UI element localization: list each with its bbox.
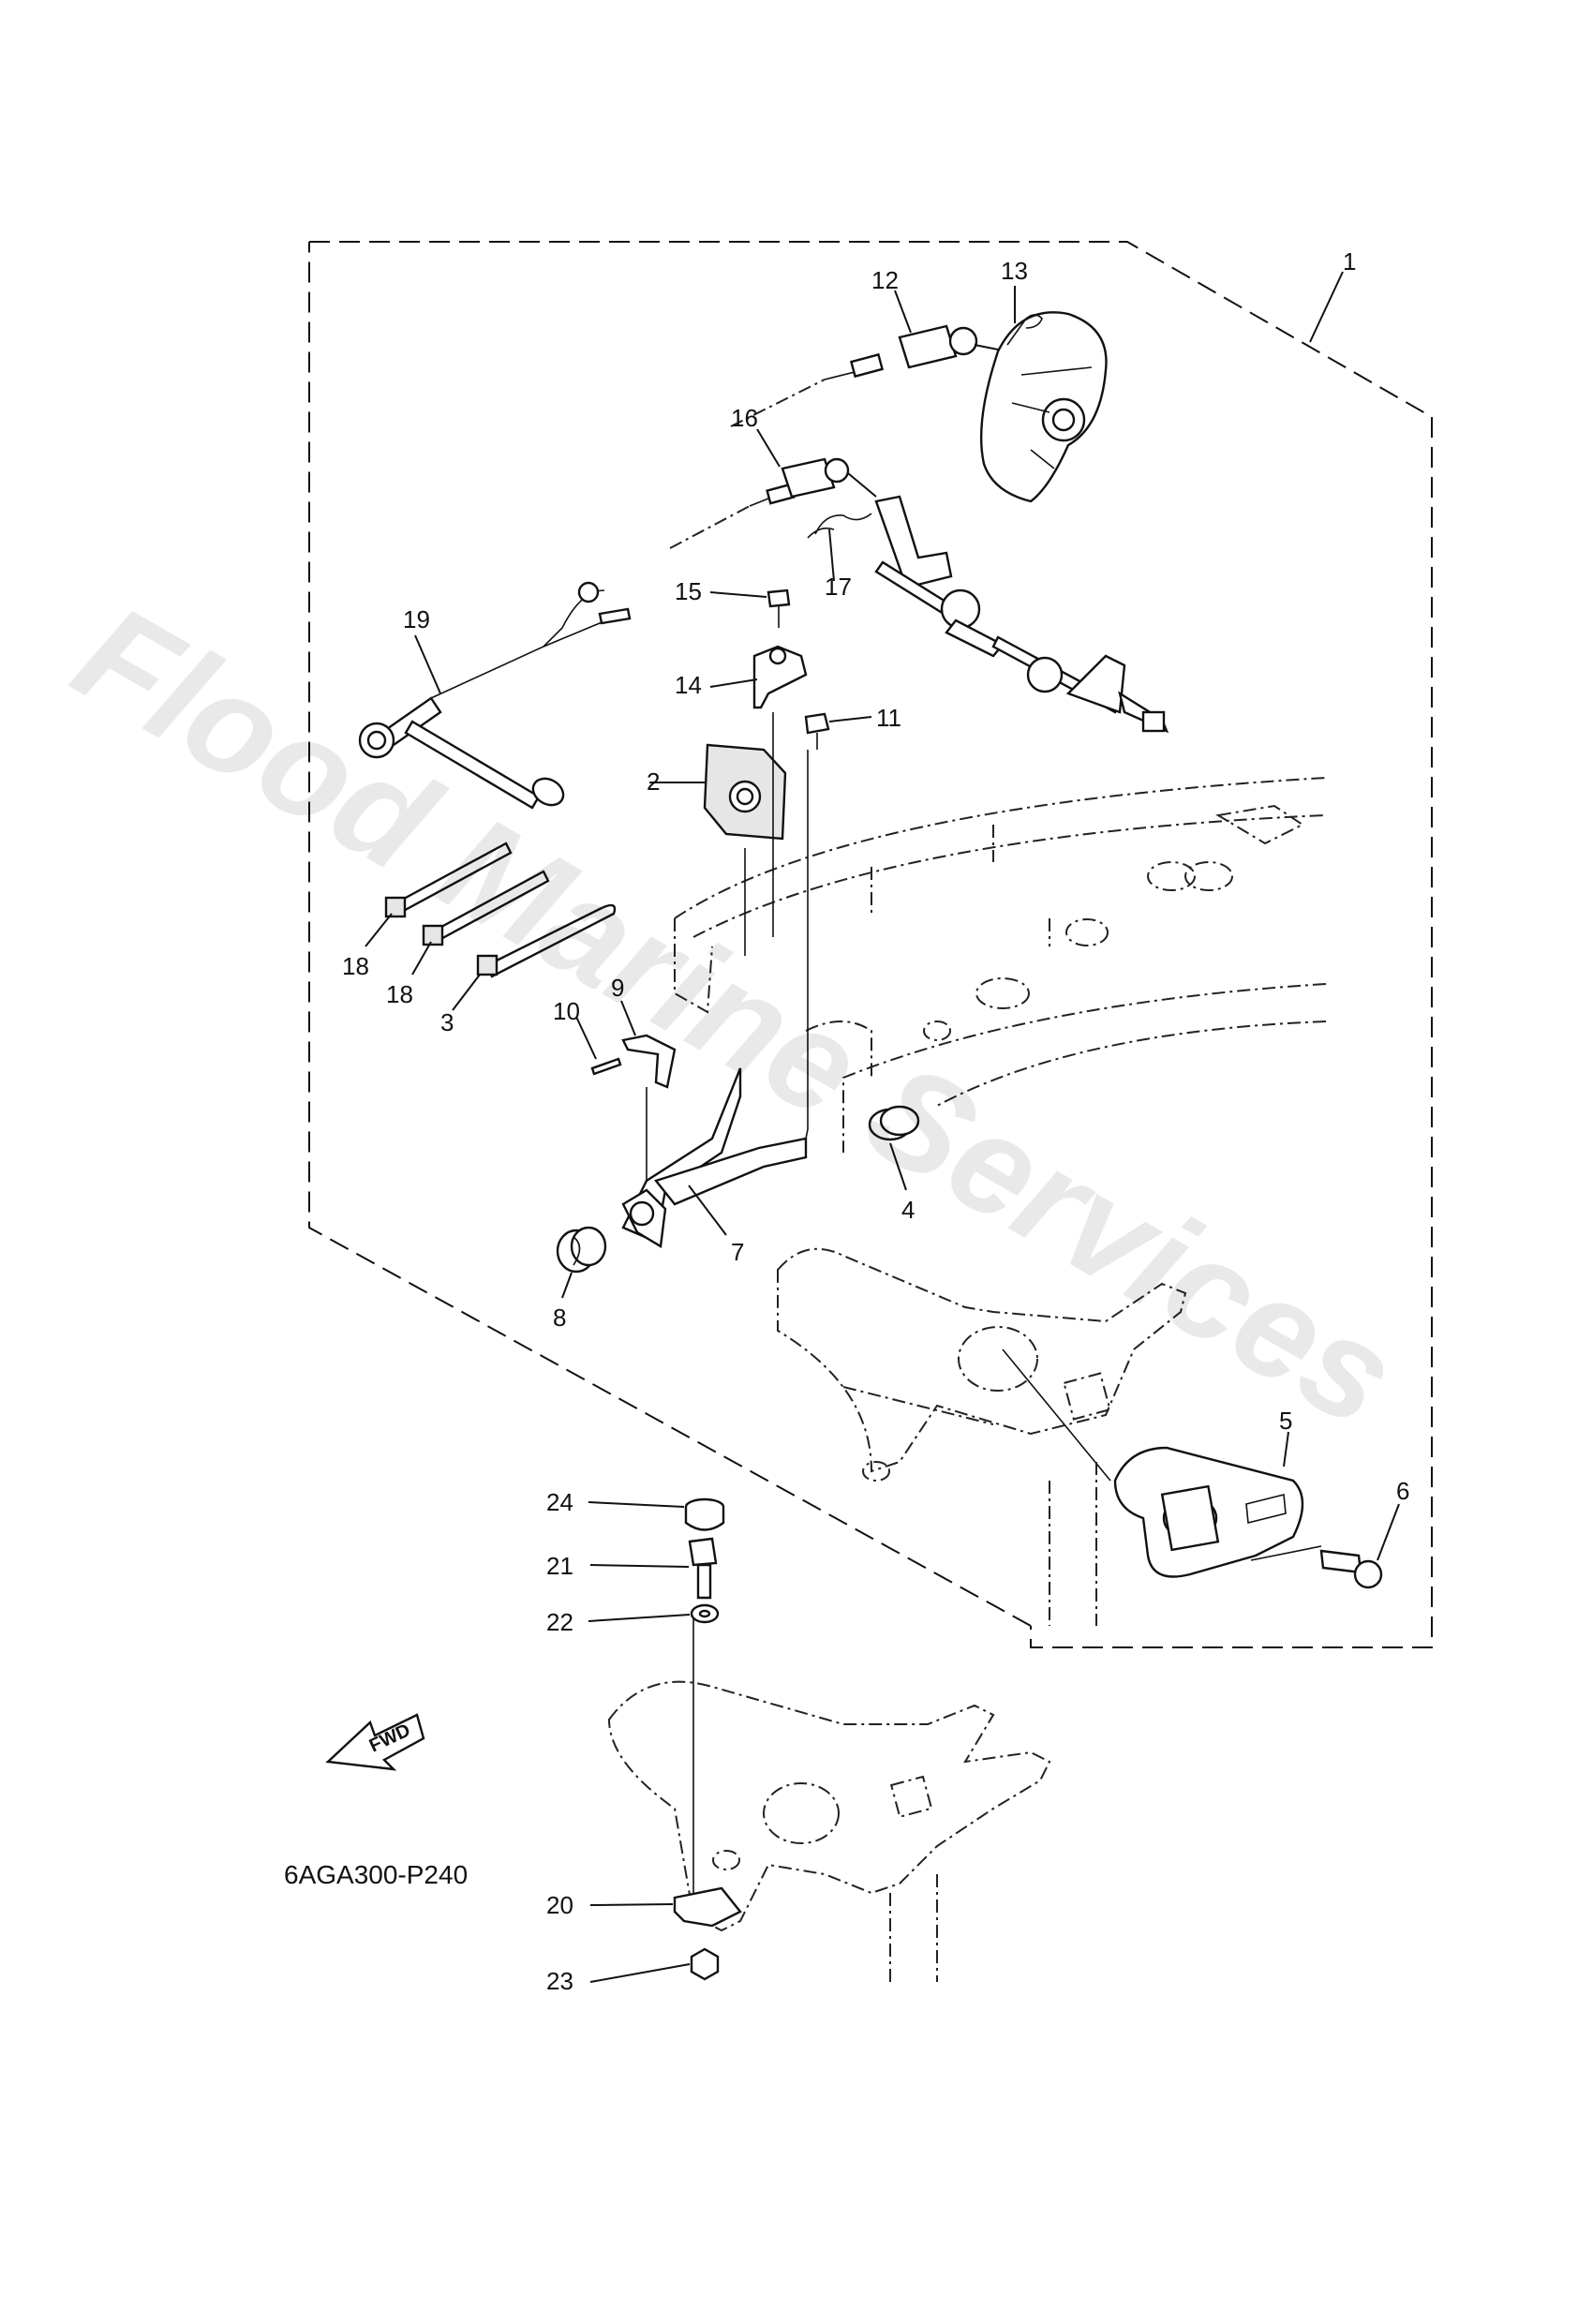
bolt-21 <box>688 1537 718 1600</box>
callout-18a: 18 <box>342 952 369 980</box>
callout-23: 23 <box>546 1967 573 1995</box>
cap-24 <box>684 1497 725 1531</box>
bolt-15 <box>767 588 791 628</box>
callout-7: 7 <box>731 1238 744 1266</box>
mount-bracket-upper <box>777 1247 1187 1626</box>
cable-tie-18b <box>422 870 550 946</box>
grommet-8 <box>556 1226 607 1274</box>
clip-9 <box>621 1034 677 1089</box>
callout-labels: 1 12 13 16 15 17 14 11 2 19 18 18 3 9 10… <box>342 247 1409 1995</box>
mount-bracket-lower <box>607 1680 1051 1982</box>
callout-8: 8 <box>553 1304 566 1332</box>
callout-14: 14 <box>675 671 702 699</box>
callout-2: 2 <box>647 767 660 796</box>
cable-lower <box>669 457 877 549</box>
leader-lines <box>365 271 1400 1983</box>
callout-9: 9 <box>611 974 624 1002</box>
callout-19: 19 <box>403 605 430 633</box>
callout-5: 5 <box>1279 1407 1292 1435</box>
callout-12: 12 <box>871 266 899 294</box>
clip-13 <box>1006 314 1043 346</box>
callout-21: 21 <box>546 1552 573 1580</box>
mount-cover-5 <box>1113 1446 1304 1578</box>
bracket-14 <box>752 645 808 709</box>
shift-rod <box>874 495 1169 734</box>
guide-lines <box>646 712 1322 1912</box>
callout-10: 10 <box>553 997 580 1025</box>
pin-10 <box>590 1057 622 1076</box>
callout-13: 13 <box>1001 257 1028 285</box>
bottom-cowling <box>674 777 1327 1153</box>
callout-3: 3 <box>440 1008 454 1036</box>
grommet-4 <box>868 1105 920 1141</box>
clip-17 <box>807 513 872 539</box>
nut-23 <box>690 1947 720 1981</box>
cable-upper <box>730 324 978 427</box>
callout-20: 20 <box>546 1891 573 1919</box>
stopper-20 <box>673 1886 742 1928</box>
cable-tie-3 <box>476 903 617 978</box>
bolt-11 <box>804 712 830 750</box>
callout-24: 24 <box>546 1488 573 1516</box>
callout-11: 11 <box>876 704 901 732</box>
fwd-arrow-icon: FWD <box>325 1713 425 1771</box>
cable-tie-18a <box>384 842 513 918</box>
assembly-boundary <box>308 241 1433 1648</box>
shift-lever-upper <box>974 311 1108 503</box>
switch-2 <box>703 743 787 841</box>
watermark: Flood Marine Services <box>51 574 1422 1456</box>
washer-22 <box>690 1603 720 1624</box>
bracket-7 <box>621 1067 808 1248</box>
callout-1: 1 <box>1343 247 1356 276</box>
diagram-code: 6AGA300-P240 <box>284 1860 468 1889</box>
callout-22: 22 <box>546 1608 573 1636</box>
callout-16: 16 <box>731 404 758 432</box>
callout-4: 4 <box>901 1196 915 1224</box>
callout-18b: 18 <box>386 980 413 1008</box>
bolt-6 <box>1319 1549 1383 1589</box>
harness-19 <box>358 581 632 810</box>
callout-6: 6 <box>1396 1477 1409 1505</box>
callout-17: 17 <box>825 573 852 601</box>
callout-15: 15 <box>675 577 702 605</box>
